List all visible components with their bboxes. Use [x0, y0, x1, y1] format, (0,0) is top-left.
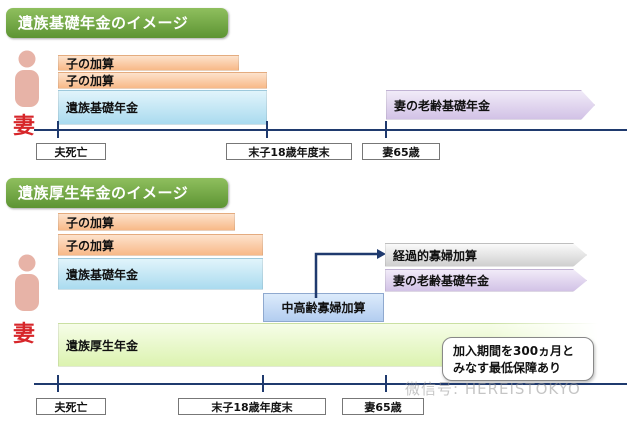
timeline-axis — [34, 129, 627, 131]
youngest-child-18-label: 末子18歳年度末 — [226, 143, 352, 160]
wife-label: 妻 — [13, 321, 36, 347]
child-addition-bar: 子の加算 — [58, 72, 267, 89]
timeline-tick — [385, 375, 387, 392]
timeline-axis — [34, 383, 627, 385]
child-addition-bar: 子の加算 — [58, 234, 263, 256]
person-icon — [15, 254, 39, 311]
child-addition-bar: 子の加算 — [58, 213, 235, 231]
timeline-tick — [262, 375, 264, 392]
wife-old-age-pension-arrow: 妻の老齢基礎年金 — [385, 269, 587, 292]
section2-title: 遺族厚生年金のイメージ — [6, 178, 228, 208]
transitional-widow-addition-arrow: 経過的寡婦加算 — [385, 243, 587, 267]
timeline-tick — [57, 375, 59, 392]
husband-death-label: 夫死亡 — [36, 143, 106, 160]
timeline-tick — [385, 121, 387, 138]
youngest-child-18-label: 末子18歳年度末 — [178, 398, 326, 415]
wife-65-label: 妻65歳 — [362, 143, 440, 160]
child-addition-bar: 子の加算 — [58, 55, 239, 71]
wife-label: 妻 — [13, 113, 36, 139]
timeline-tick — [266, 121, 268, 138]
middle-aged-widow-addition-box: 中高齢寡婦加算 — [263, 293, 384, 322]
wechat-watermark: 微信号: HEREISTOKYO — [405, 380, 581, 398]
callout-line: みなす最低保障あり — [453, 361, 562, 375]
survivor-basic-pension-bar: 遺族基礎年金 — [58, 90, 267, 125]
wife-65-label: 妻65歳 — [342, 398, 424, 415]
timeline-tick — [57, 121, 59, 138]
wife-old-age-pension-arrow: 妻の老齢基礎年金 — [386, 90, 595, 120]
section1-title: 遺族基礎年金のイメージ — [6, 8, 228, 38]
callout-line: 加入期間を300ヵ月と — [453, 344, 575, 358]
minimum-guarantee-callout: 加入期間を300ヵ月と みなす最低保障あり — [442, 337, 594, 381]
husband-death-label: 夫死亡 — [36, 398, 106, 415]
connector-arrow — [314, 249, 386, 298]
survivor-basic-pension-bar: 遺族基礎年金 — [58, 258, 263, 290]
person-icon — [15, 50, 39, 107]
